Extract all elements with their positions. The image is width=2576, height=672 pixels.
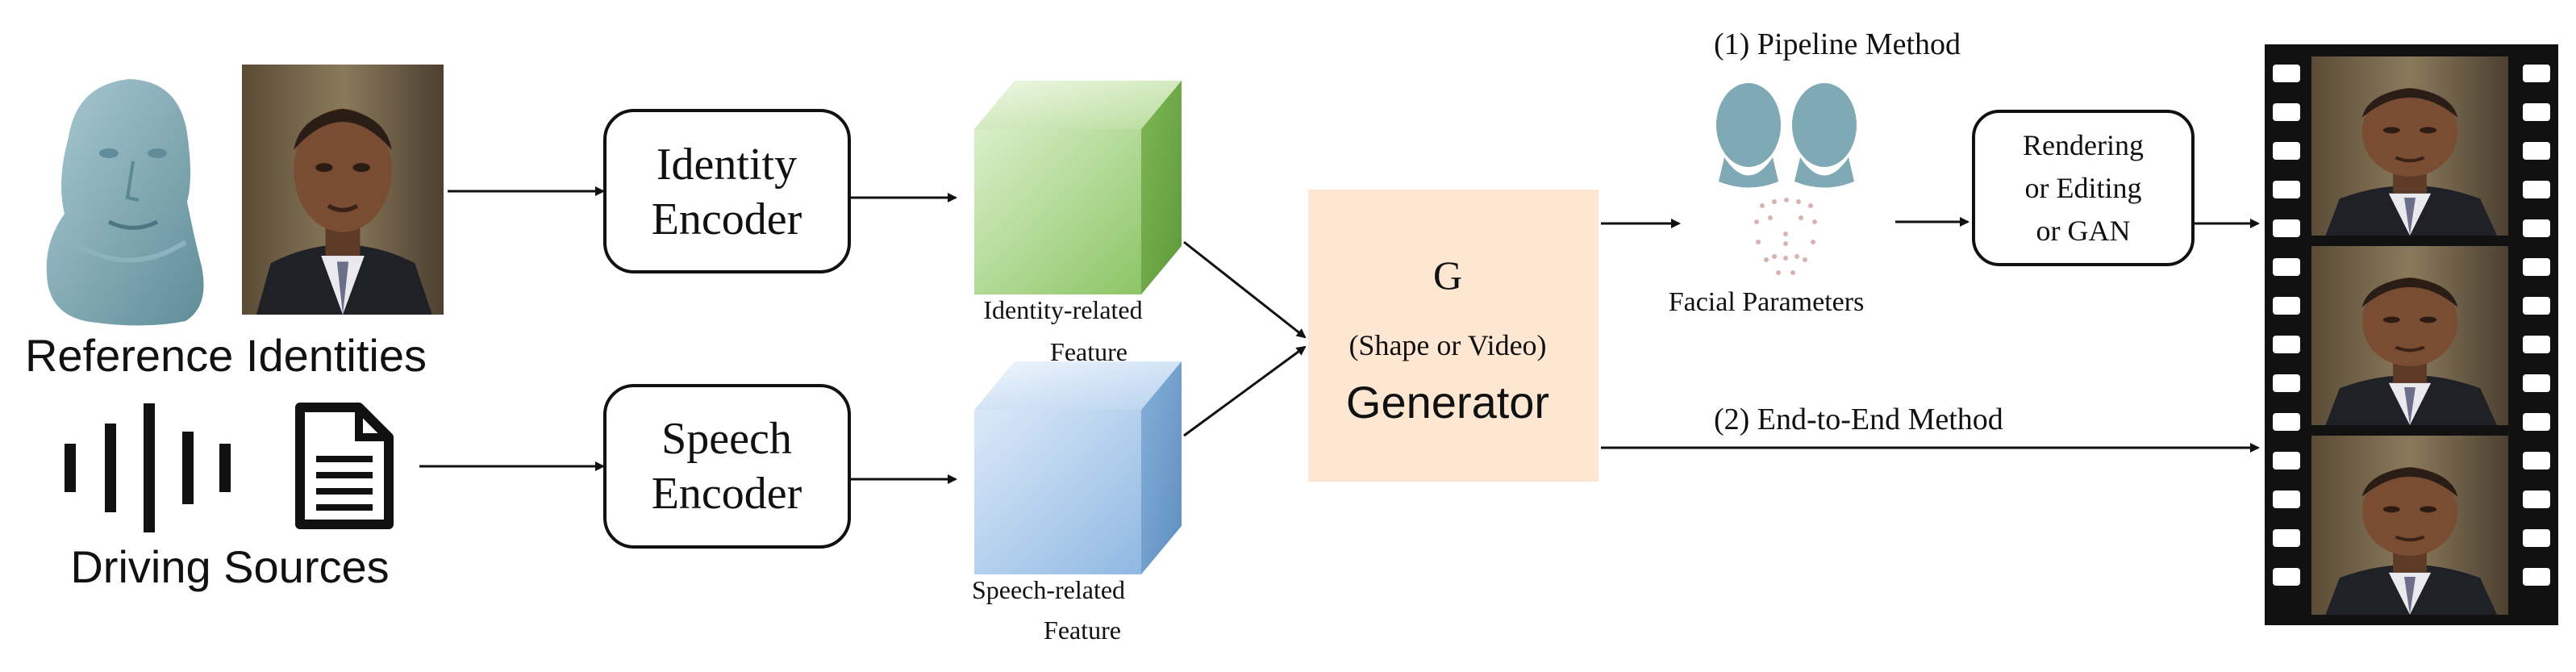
rendering-box-line1: Rendering	[2023, 129, 2144, 161]
speech-encoder-line2: Encoder	[652, 469, 802, 519]
speech-feature-label-line1: Speech-related	[972, 575, 1125, 604]
facial-parameters-label: Facial Parameters	[1669, 287, 1865, 317]
driving-sources-label: Driving Sources	[70, 541, 389, 592]
rendering-box-line3: or GAN	[2036, 215, 2131, 247]
output-frame-3	[2311, 436, 2508, 615]
output-frame-1	[2311, 56, 2508, 236]
rendering-box: Rendering or Editing or GAN	[1972, 110, 2195, 266]
speech-encoder-box: Speech Encoder	[603, 384, 851, 549]
identity-encoder-line1: Identity	[657, 140, 797, 190]
identity-feature-label-line1: Identity-related	[983, 295, 1142, 324]
identity-encoder-line2: Encoder	[652, 194, 802, 244]
arrow-speech-feature-to-generator	[1183, 345, 1307, 437]
end-to-end-method-heading: (2) End-to-End Method	[1714, 403, 2003, 436]
reference-identities-label: Reference Identities	[25, 330, 427, 381]
generator-label: Generator	[1346, 377, 1549, 428]
document-icon	[295, 403, 394, 529]
generator-symbol: G	[1433, 253, 1462, 298]
speech-feature-cube	[974, 361, 1182, 574]
3d-head-mesh-icon	[46, 79, 204, 326]
audio-waveform-icon	[65, 403, 231, 532]
identity-feature-cube	[974, 81, 1182, 294]
speech-encoder-line1: Speech	[661, 414, 792, 464]
rendering-box-line2: or Editing	[2025, 172, 2142, 204]
pipeline-method-heading: (1) Pipeline Method	[1714, 27, 1961, 61]
film-strip-icon	[2265, 44, 2558, 625]
generator-subtitle: (Shape or Video)	[1348, 329, 1546, 361]
arrow-identity-feature-to-generator	[1183, 240, 1307, 339]
facial-landmarks-icon	[1716, 83, 1857, 275]
identity-encoder-box: Identity Encoder	[603, 109, 851, 273]
generator-box: G (Shape or Video) Generator	[1308, 190, 1599, 482]
face-photo-icon	[242, 65, 444, 315]
speech-feature-label-line2: Feature	[1044, 616, 1121, 645]
output-frame-2	[2311, 246, 2508, 425]
